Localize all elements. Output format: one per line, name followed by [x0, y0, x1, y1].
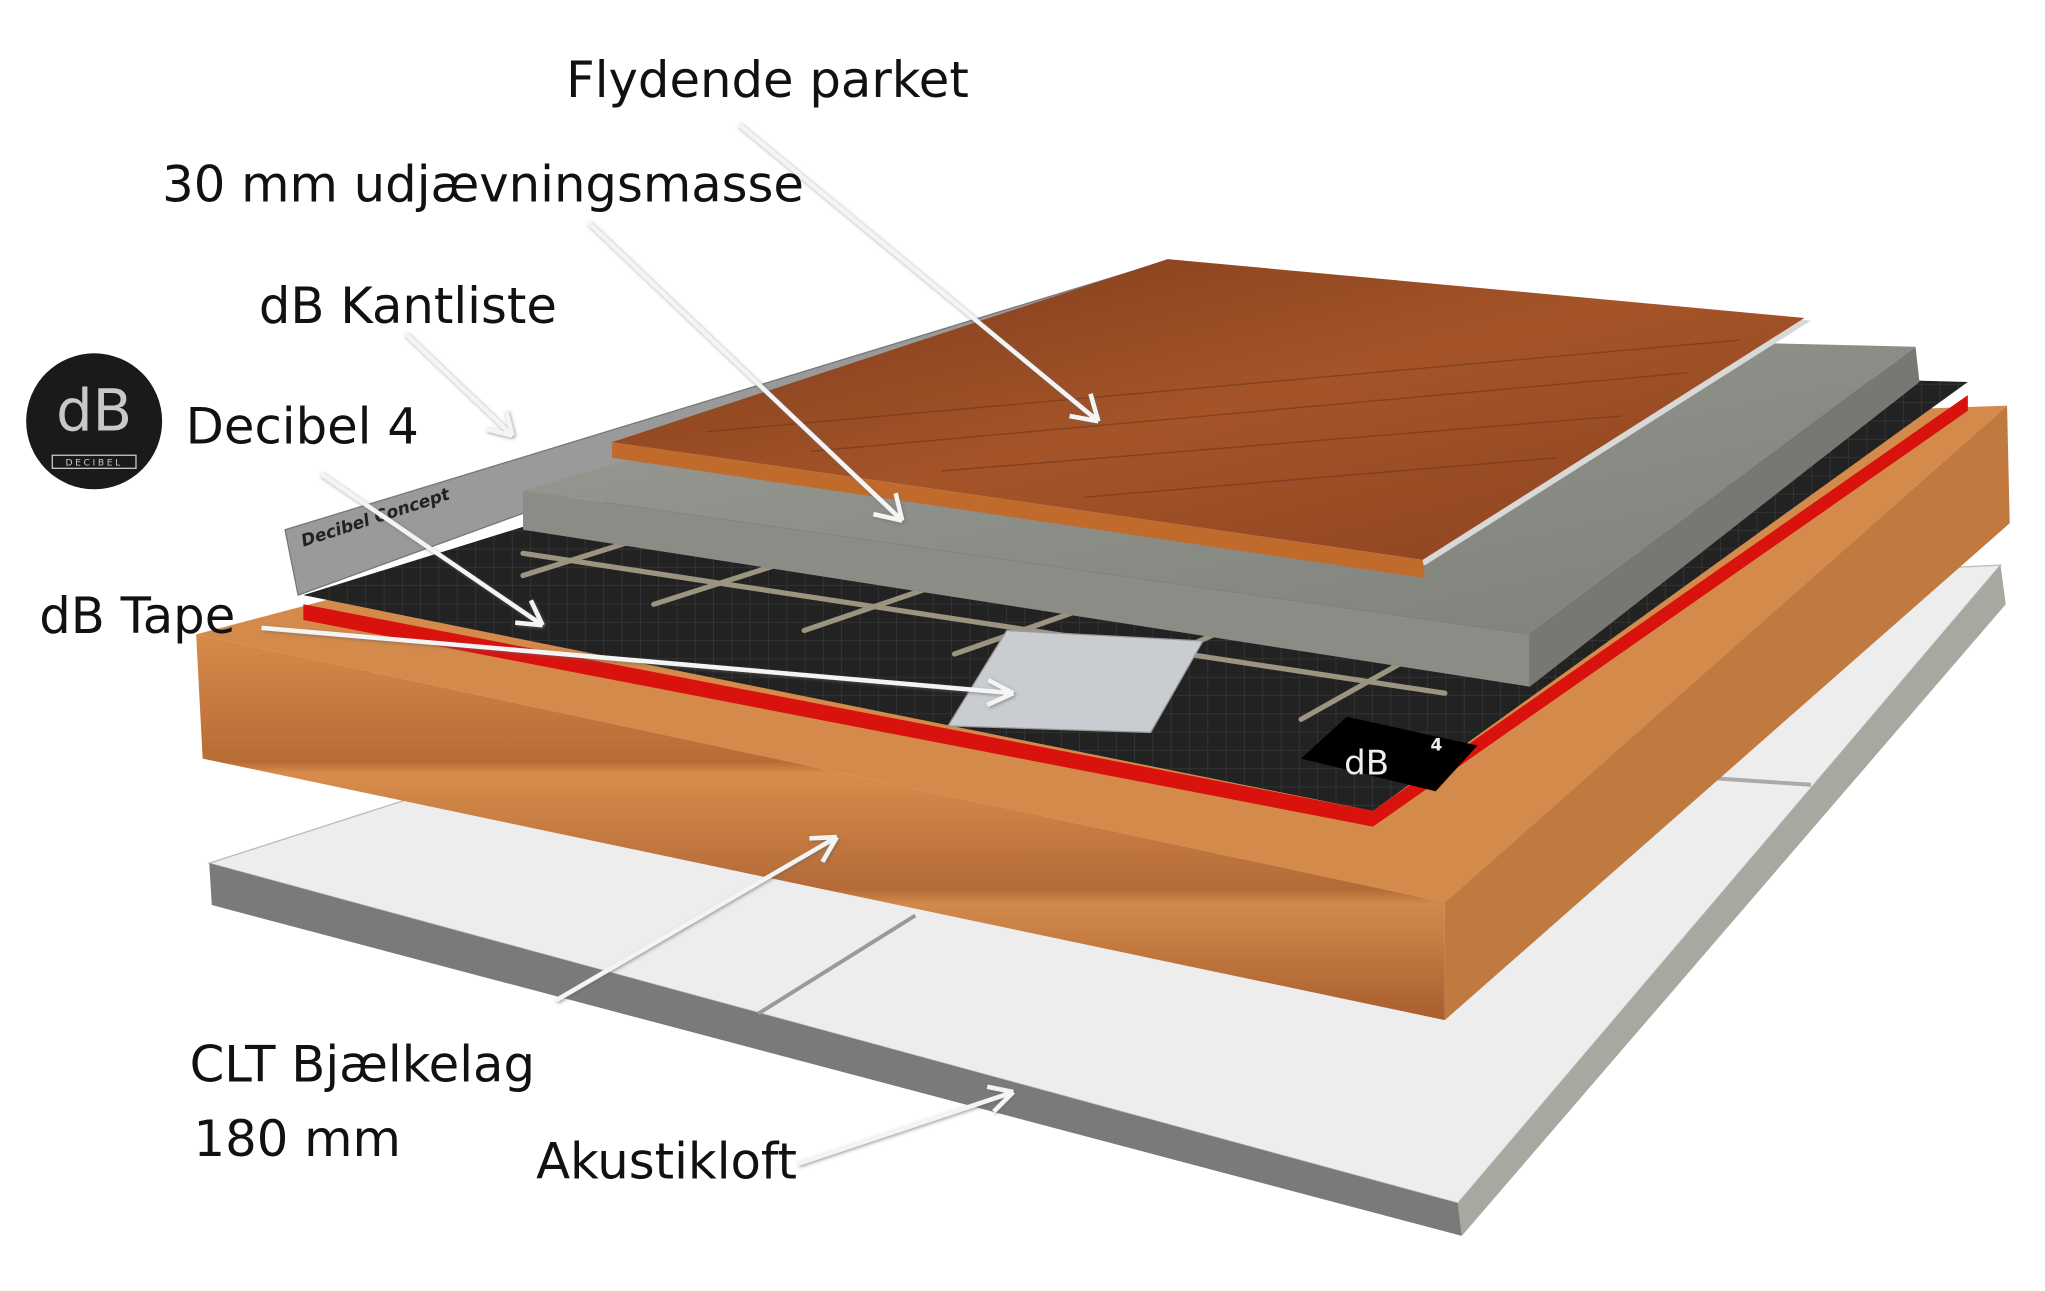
label-ceiling: Akustikloft: [536, 1132, 797, 1190]
membrane-logo: dB 4: [1301, 716, 1478, 792]
arrow-tape: [261, 625, 1015, 708]
parquet-layer: [611, 259, 1811, 579]
membrane-logo-sup: 4: [1430, 736, 1442, 756]
label-clt-line2: 180 mm: [194, 1110, 401, 1168]
decibel-logo: dB DECIBEL: [26, 353, 163, 490]
label-tape: dB Tape: [39, 587, 235, 645]
label-clt-line1: CLT Bjælkelag: [190, 1036, 535, 1094]
db-tape-strip: [946, 629, 1205, 734]
callout-arrows: [261, 122, 1101, 1167]
label-edge-strip: dB Kantliste: [259, 277, 557, 335]
membrane-logo-mark: dB: [1344, 743, 1389, 783]
logo-word: DECIBEL: [65, 459, 122, 469]
arrow-edge-strip: [403, 331, 515, 438]
label-screed: 30 mm udjævningsmasse: [162, 156, 804, 214]
logo-mark: dB: [56, 377, 132, 444]
label-parquet: Flydende parket: [566, 51, 969, 109]
arrow-clt: [554, 834, 839, 1003]
arrow-screed: [586, 220, 905, 523]
arrow-membrane: [319, 471, 545, 628]
label-membrane: Decibel 4: [186, 397, 419, 455]
arrow-parquet: [737, 122, 1101, 424]
arrow-ceiling: [796, 1084, 1015, 1167]
